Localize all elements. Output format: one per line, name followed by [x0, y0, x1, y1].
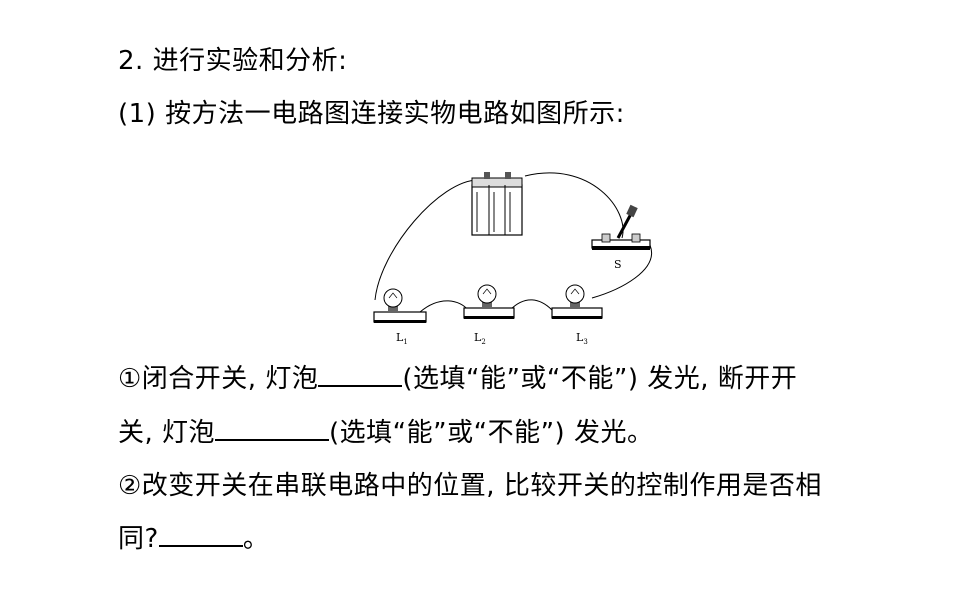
battery-pack [471, 172, 523, 236]
question-2-line-1: ②改变开关在串联电路中的位置, 比较开关的控制作用是否相 [118, 471, 822, 501]
q1-text-c: 关, 灯泡 [118, 418, 216, 448]
q1-text-b: (选填“能”或“不能”) 发光, 断开开 [402, 364, 798, 394]
lamp-l1-label: L1 [396, 331, 408, 346]
q2-prefix: 同? [118, 524, 159, 554]
answer-blank-3[interactable] [158, 523, 243, 547]
q2-suffix: 。 [242, 524, 270, 554]
switch-label: S [614, 258, 622, 271]
q1-text-d: (选填“能”或“不能”) 发光。 [329, 418, 654, 448]
wire-switch-to-l3 [591, 244, 653, 299]
wire-battery-to-l1 [374, 179, 479, 301]
lamp-l1 [373, 288, 427, 323]
answer-blank-2[interactable] [215, 417, 330, 441]
section-heading: 2. 进行实验和分析: [118, 46, 348, 76]
wire-l1-to-l2 [419, 300, 469, 313]
lamp-l2-label: L2 [474, 331, 486, 346]
question-1-line-2: 关, 灯泡 (选填“能”或“不能”) 发光。 [118, 416, 653, 450]
question-1-line-1: ①闭合开关, 灯泡 (选填“能”或“不能”) 发光, 断开开 [118, 362, 797, 396]
circuit-diagram: S L1 L2 [373, 172, 653, 346]
answer-blank-1[interactable] [318, 363, 403, 387]
lamp-l3 [551, 284, 603, 319]
wire-battery-to-switch [524, 172, 624, 239]
q1-text-a: ①闭合开关, 灯泡 [118, 364, 319, 394]
step-1-text: (1) 按方法一电路图连接实物电路如图所示: [118, 99, 625, 129]
knife-switch [591, 204, 651, 250]
question-2-line-2: 同? 。 [118, 522, 269, 556]
wire-l2-to-l3 [509, 299, 553, 311]
lamp-l2 [463, 284, 515, 319]
circuit-figure: S L1 L2 [360, 160, 660, 350]
lamp-l3-label: L3 [576, 331, 588, 346]
